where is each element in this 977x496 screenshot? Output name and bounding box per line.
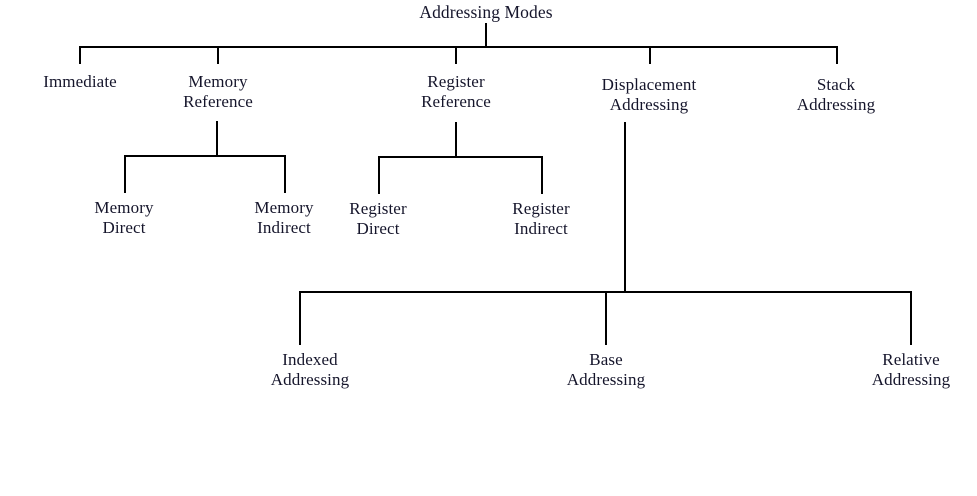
node-memory-indirect: Memory Indirect [254,198,314,238]
node-indexed-addressing: Indexed Addressing [270,350,350,390]
edge-drop-displacement-addressing [649,46,651,64]
node-immediate: Immediate [43,72,117,91]
node-base-addressing: Base Addressing [566,350,646,390]
node-relative-addressing: Relative Addressing [871,350,951,390]
node-memory-reference: Memory Reference [183,72,253,112]
edge-drop-register-direct [378,156,380,194]
edge-drop-memory-indirect [284,155,286,193]
edge-drop-register-reference [455,46,457,64]
edge-memory-reference-stem [216,121,218,157]
edge-register-reference-bus [378,156,543,158]
node-register-reference: Register Reference [421,72,491,112]
node-register-indirect: Register Indirect [512,199,570,239]
edge-drop-relative-addressing [910,291,912,345]
edge-root-stem [485,23,487,48]
node-displacement-addressing: Displacement Addressing [601,75,697,115]
edge-drop-base-addressing [605,291,607,345]
node-addressing-modes: Addressing Modes [419,2,553,22]
edge-drop-indexed-addressing [299,291,301,345]
edge-level1-bus [79,46,838,48]
node-stack-addressing: Stack Addressing [796,75,876,115]
node-register-direct: Register Direct [349,199,407,239]
edge-drop-register-indirect [541,156,543,194]
edge-drop-memory-direct [124,155,126,193]
edge-register-reference-stem [455,122,457,157]
edge-drop-stack-addressing [836,46,838,64]
edge-drop-immediate [79,46,81,64]
edge-drop-memory-reference [217,46,219,64]
edge-displacement-stem [624,122,626,292]
node-memory-direct: Memory Direct [94,198,154,238]
edge-memory-reference-bus [124,155,286,157]
